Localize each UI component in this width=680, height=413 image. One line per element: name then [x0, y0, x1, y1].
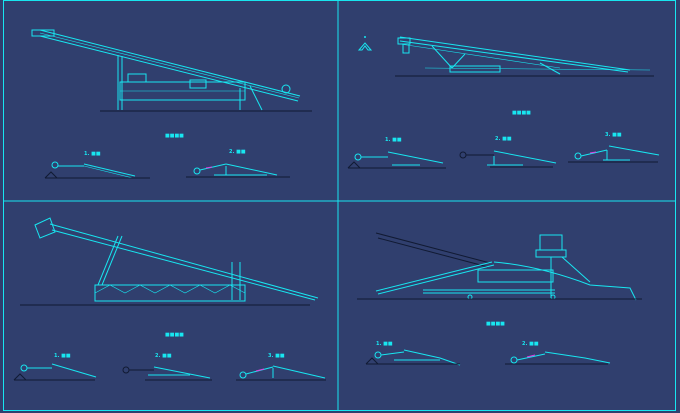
view-label: 1. ■■	[84, 151, 101, 157]
conveyor-side-view-1	[31, 29, 312, 112]
panel-title: ■■■■	[486, 321, 505, 327]
panel-title: ■■■■	[165, 332, 184, 338]
view-label: 1. ■■	[385, 137, 402, 143]
view-label: 3. ■■	[605, 132, 622, 138]
conveyor-side-view-2	[395, 36, 654, 77]
view-1-sketch	[347, 151, 446, 169]
view-3-sketch	[568, 145, 660, 163]
view-label: 2. ■■	[155, 353, 172, 359]
view-1-sketch	[44, 161, 150, 179]
view-label: 2. ■■	[495, 136, 512, 142]
conveyor-side-view-3	[20, 217, 319, 306]
view-label: 1. ■■	[376, 341, 393, 347]
view-1-sketch	[365, 349, 461, 366]
drawing-border	[3, 0, 676, 411]
north-arrow-icon	[357, 36, 373, 51]
view-2-sketch	[505, 351, 611, 365]
view-1-sketch	[13, 363, 97, 381]
view-label: 2. ■■	[229, 149, 246, 155]
view-2-sketch	[122, 366, 212, 381]
panel-title: ■■■■	[165, 133, 184, 139]
view-label: 1. ■■	[54, 353, 71, 359]
view-2-sketch	[186, 163, 290, 178]
view-label: 2. ■■	[522, 341, 539, 347]
panel-title: ■■■■	[512, 110, 531, 116]
view-2-sketch	[459, 150, 557, 168]
conveyor-side-view-4	[357, 232, 642, 301]
view-label: 3. ■■	[268, 353, 285, 359]
view-3-sketch	[236, 365, 326, 381]
